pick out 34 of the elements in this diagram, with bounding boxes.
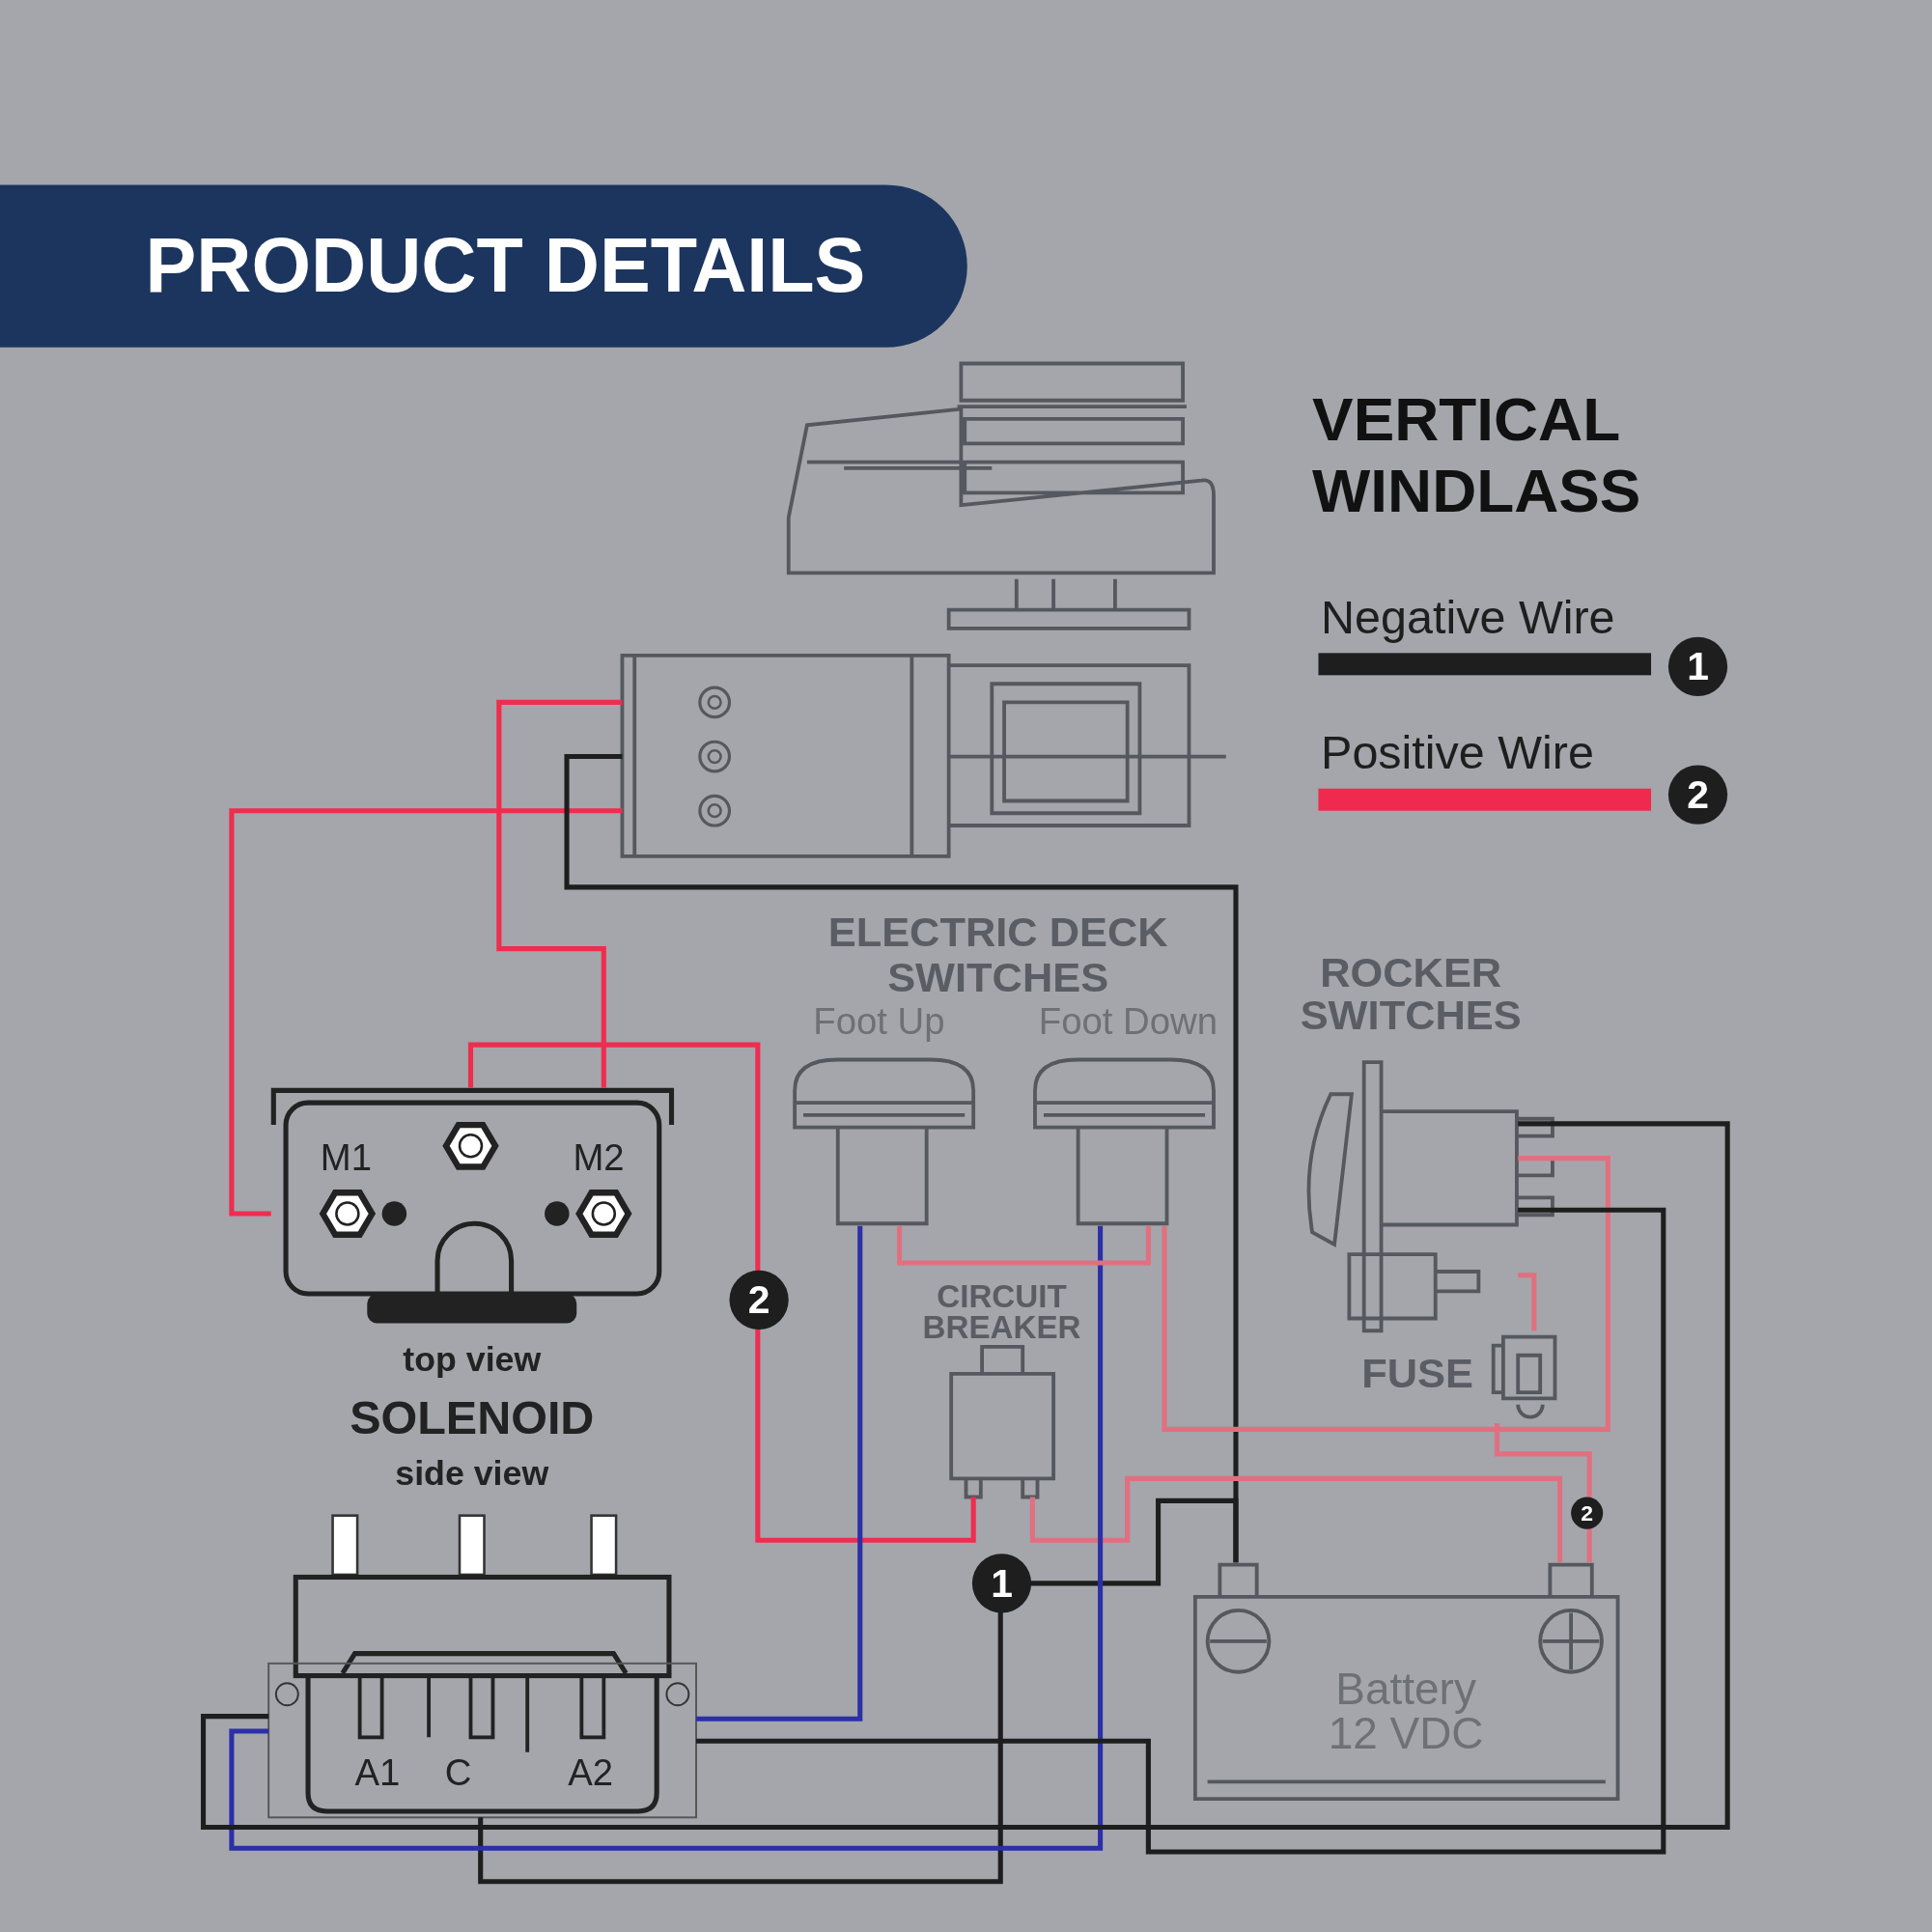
terminal-label: M1 [320, 1136, 372, 1180]
view-caption: side view [394, 1453, 550, 1494]
wire [229, 1225, 1104, 1851]
component-caption: FUSE [1361, 1349, 1473, 1398]
terminal-label: M2 [573, 1136, 625, 1180]
callout-number: 2 [1571, 1497, 1604, 1529]
legend-label: Negative Wire [1321, 591, 1615, 645]
wire [1518, 1273, 1537, 1331]
heading: VERTICAL WINDLASS [1312, 384, 1642, 526]
wire [1029, 1475, 1563, 1563]
callout-number: 2 [1667, 765, 1728, 825]
wire [229, 808, 623, 1217]
wire [467, 1042, 976, 1543]
terminal-label: C [444, 1751, 472, 1795]
title: PRODUCT DETAILS [145, 222, 866, 310]
wire [696, 1225, 863, 1722]
wire [696, 1207, 1666, 1855]
wire [496, 699, 623, 1088]
heading: ELECTRIC DECK SWITCHES [826, 909, 1169, 1000]
terminal-label: A2 [568, 1751, 614, 1795]
legend-label: Positive Wire [1321, 726, 1594, 780]
callout-number: 2 [729, 1270, 789, 1330]
heading: SOLENOID [349, 1392, 596, 1445]
view-caption: top view [402, 1340, 543, 1381]
wire [1494, 1422, 1592, 1563]
component-caption: CIRCUIT BREAKER [921, 1281, 1082, 1343]
terminal-label: A1 [354, 1751, 401, 1795]
callout-number: 1 [971, 1554, 1032, 1613]
wire [478, 1498, 1239, 1885]
wire [1162, 1156, 1610, 1432]
wire [897, 1225, 1151, 1266]
component-caption: ROCKER SWITCHES [1299, 951, 1523, 1035]
callout-number: 1 [1667, 636, 1728, 696]
wire [201, 1121, 1730, 1831]
